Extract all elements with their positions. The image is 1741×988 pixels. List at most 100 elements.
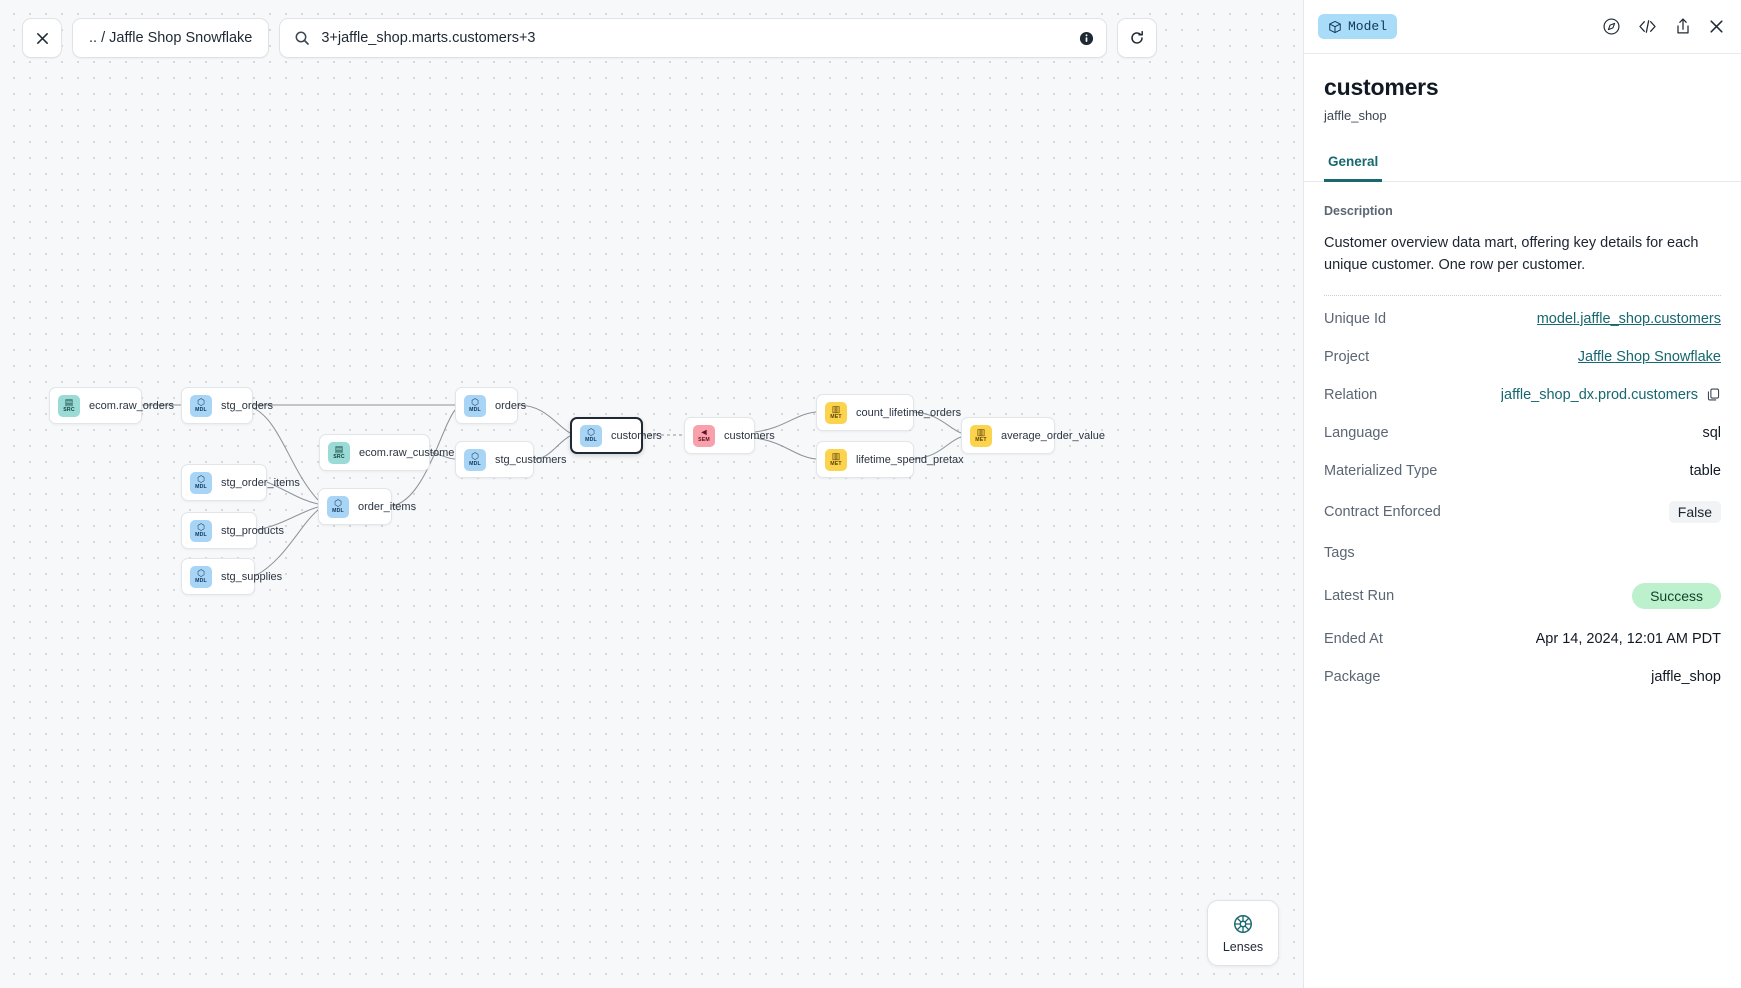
met-badge-icon: ▥MET (825, 401, 847, 424)
copy-icon[interactable] (1706, 387, 1721, 402)
sem-badge-icon: ◄SEM (693, 424, 715, 447)
graph-node-label: order_items (358, 500, 417, 513)
close-lineage-button[interactable] (22, 18, 62, 58)
graph-node-average_order_value[interactable]: ▥MET average_order_value (961, 417, 1105, 454)
mdl-badge-icon: ⬡MDL (464, 394, 486, 417)
description-text: Customer overview data mart, offering ke… (1324, 235, 1699, 274)
graph-node-stg_orders[interactable]: ⬡MDL stg_orders (181, 387, 273, 424)
graph-node-label: stg_supplies (221, 570, 283, 583)
graph-node-customers_model[interactable]: ⬡MDL customers (570, 417, 662, 454)
lenses-label: Lenses (1222, 939, 1264, 954)
met-badge-icon: ▥MET (825, 448, 847, 471)
status-badge: Success (1632, 582, 1721, 609)
panel-tabs: General (1304, 145, 1741, 182)
lineage-search[interactable] (279, 18, 1108, 58)
field-key: Project (1324, 348, 1370, 365)
field-key: Unique Id (1324, 310, 1387, 327)
field-row: Ended At Apr 14, 2024, 12:01 AM PDT (1324, 620, 1721, 658)
field-key: Materialized Type (1324, 462, 1438, 479)
graph-node-lifetime_spend_pretax[interactable]: ▥MET lifetime_spend_pretax (816, 441, 964, 478)
field-row: Relation jaffle_shop_dx.prod.customers (1324, 376, 1721, 414)
graph-node-label: customers (724, 429, 775, 442)
share-icon[interactable] (1674, 17, 1692, 36)
graph-node-label: customers (611, 429, 662, 442)
field-key: Relation (1324, 386, 1378, 403)
mdl-badge-icon: ⬡MDL (190, 394, 212, 417)
search-input[interactable] (321, 30, 1072, 46)
lineage-canvas[interactable]: .. / Jaffle Shop Snowflake (0, 0, 1303, 988)
description-label: Description (1324, 204, 1393, 218)
lenses-button[interactable]: Lenses (1207, 900, 1279, 966)
tab-general[interactable]: General (1324, 145, 1383, 182)
node-type-label: Model (1348, 19, 1388, 34)
field-row: Tags (1324, 534, 1721, 572)
refresh-button[interactable] (1117, 18, 1158, 58)
graph-node-orders[interactable]: ⬡MDL orders (455, 387, 526, 424)
close-icon (36, 32, 48, 44)
lens-icon (1234, 914, 1252, 933)
refresh-icon (1131, 30, 1144, 44)
panel-actions (1602, 17, 1725, 36)
src-badge-icon: ▤SRC (58, 394, 80, 417)
met-badge-icon: ▥MET (970, 424, 992, 447)
field-value-group: jaffle_shop_dx.prod.customers (1501, 387, 1721, 403)
mdl-badge-icon: ⬡MDL (464, 448, 486, 471)
breadcrumb-label: .. / Jaffle Shop Snowflake (89, 30, 253, 46)
panel-body: Description Customer overview data mart,… (1304, 182, 1741, 988)
breadcrumb[interactable]: .. / Jaffle Shop Snowflake (72, 18, 270, 58)
field-value: Apr 14, 2024, 12:01 AM PDT (1535, 630, 1721, 647)
graph-node-label: orders (495, 399, 527, 412)
field-key: Ended At (1324, 630, 1383, 647)
graph-node-ecom_raw_orders[interactable]: ▤SRC ecom.raw_orders (49, 387, 174, 424)
mdl-badge-icon: ⬡MDL (327, 495, 349, 518)
field-key: Package (1324, 668, 1381, 685)
graph-node-label: stg_orders (221, 399, 273, 412)
graph-node-label: lifetime_spend_pretax (856, 453, 964, 466)
graph-node-stg_supplies[interactable]: ⬡MDL stg_supplies (181, 558, 282, 595)
page-title: customers (1324, 74, 1439, 100)
field-row: Package jaffle_shop (1324, 658, 1721, 696)
code-icon[interactable] (1637, 17, 1658, 36)
explore-icon[interactable] (1602, 17, 1621, 36)
graph-node-label: count_lifetime_orders (856, 406, 962, 419)
field-key: Contract Enforced (1324, 503, 1441, 520)
graph-node-order_items[interactable]: ⬡MDL order_items (318, 488, 416, 525)
mdl-badge-icon: ⬡MDL (190, 565, 212, 588)
field-key: Tags (1324, 544, 1355, 561)
info-icon[interactable] (1079, 31, 1094, 46)
field-key: Language (1324, 424, 1389, 441)
cube-icon (1329, 20, 1341, 33)
graph-node-count_lifetime_orders[interactable]: ▥MET count_lifetime_orders (816, 394, 961, 431)
graph-node-label: ecom.raw_orders (89, 399, 174, 412)
mdl-badge-icon: ⬡MDL (580, 424, 602, 447)
field-row: Language sql (1324, 414, 1721, 452)
field-row: Project Jaffle Shop Snowflake (1324, 338, 1721, 376)
graph-node-label: stg_customers (495, 453, 567, 466)
graph-node-stg_customers[interactable]: ⬡MDL stg_customers (455, 441, 567, 478)
field-value: sql (1702, 424, 1721, 441)
field-value-link[interactable]: model.jaffle_shop.customers (1536, 310, 1721, 327)
divider (1324, 294, 1721, 296)
page-subtitle: jaffle_shop (1324, 108, 1387, 123)
graph-node-label: ecom.raw_customers (359, 446, 464, 459)
details-panel: Model (1303, 0, 1741, 988)
search-icon (294, 30, 310, 46)
field-value: jaffle_shop (1651, 668, 1721, 685)
close-panel-icon[interactable] (1708, 18, 1725, 35)
canvas-toolbar: .. / Jaffle Shop Snowflake (22, 18, 1158, 58)
graph-node-ecom_raw_customers[interactable]: ▤SRC ecom.raw_customers (319, 434, 464, 471)
mdl-badge-icon: ⬡MDL (190, 519, 212, 542)
field-value-link[interactable]: Jaffle Shop Snowflake (1577, 348, 1721, 365)
graph-node-customers_semantic[interactable]: ◄SEM customers (684, 417, 775, 454)
src-badge-icon: ▤SRC (328, 441, 350, 464)
graph-node-label: average_order_value (1001, 429, 1105, 442)
field-row: Unique Id model.jaffle_shop.customers (1324, 300, 1721, 338)
